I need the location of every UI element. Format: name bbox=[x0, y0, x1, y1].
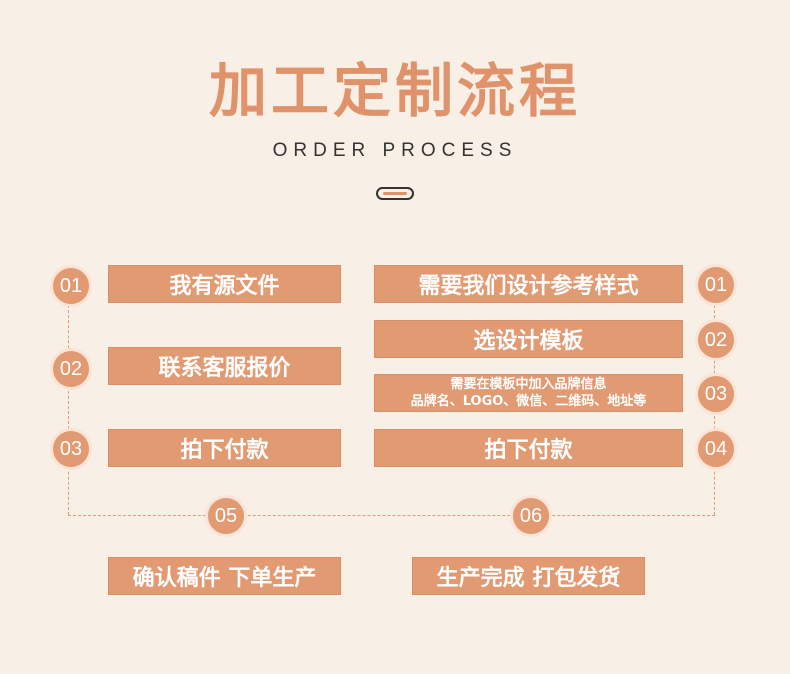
left-step-3-number: 03 bbox=[50, 428, 92, 470]
right-step-3-line1: 需要在模板中加入品牌信息 bbox=[450, 377, 607, 392]
right-step-4-label: 拍下付款 bbox=[484, 438, 573, 463]
right-step-2-box: 选设计模板 bbox=[374, 320, 683, 358]
page-title: 加工定制流程 bbox=[208, 57, 581, 125]
right-step-4-number: 04 bbox=[695, 428, 737, 470]
left-step-3-box: 拍下付款 bbox=[108, 429, 341, 467]
right-step-1-number: 01 bbox=[695, 264, 737, 306]
decorative-divider bbox=[376, 187, 414, 200]
final-step-5-label: 确认稿件 下单生产 bbox=[132, 566, 317, 591]
right-step-3-line2: 品牌名、LOGO、微信、二维码、地址等 bbox=[410, 394, 647, 409]
left-step-2-box: 联系客服报价 bbox=[108, 347, 341, 385]
right-step-3-box: 需要在模板中加入品牌信息 品牌名、LOGO、微信、二维码、地址等 bbox=[374, 374, 683, 412]
left-connector-line bbox=[68, 300, 69, 515]
left-step-1-number: 01 bbox=[50, 265, 92, 307]
right-step-4-box: 拍下付款 bbox=[374, 429, 683, 467]
left-step-3-label: 拍下付款 bbox=[180, 438, 269, 463]
left-step-1-box: 我有源文件 bbox=[108, 265, 341, 303]
final-step-6-box: 生产完成 打包发货 bbox=[412, 557, 645, 595]
final-step-6-number: 06 bbox=[510, 495, 552, 537]
right-step-1-box: 需要我们设计参考样式 bbox=[374, 265, 683, 303]
left-step-1-label: 我有源文件 bbox=[169, 274, 280, 299]
right-step-2-number: 02 bbox=[695, 319, 737, 361]
left-step-2-number: 02 bbox=[50, 348, 92, 390]
page-subtitle: ORDER PROCESS bbox=[272, 140, 518, 161]
left-step-2-label: 联系客服报价 bbox=[158, 356, 291, 381]
final-step-5-number: 05 bbox=[205, 495, 247, 537]
final-step-5-box: 确认稿件 下单生产 bbox=[108, 557, 341, 595]
right-step-2-label: 选设计模板 bbox=[473, 329, 584, 354]
right-step-3-number: 03 bbox=[695, 373, 737, 415]
bottom-connector-line bbox=[68, 515, 715, 516]
final-step-6-label: 生产完成 打包发货 bbox=[436, 566, 621, 591]
right-step-1-label: 需要我们设计参考样式 bbox=[418, 274, 639, 299]
